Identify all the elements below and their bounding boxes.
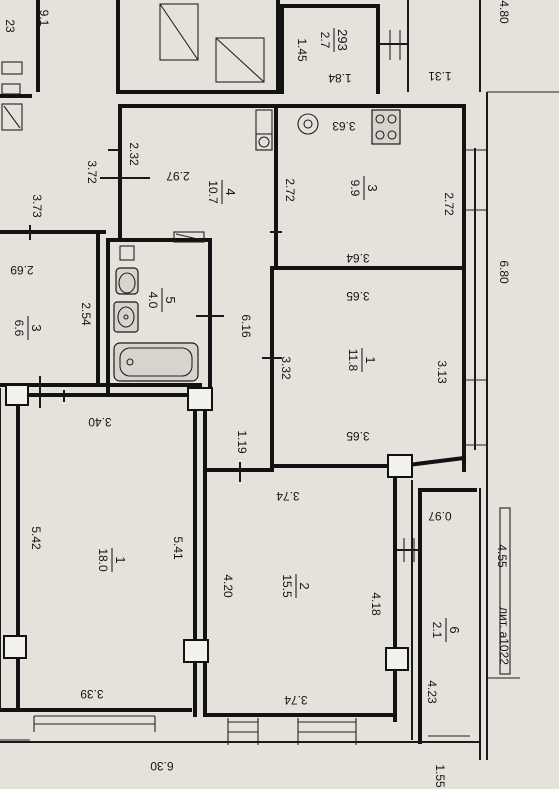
column: [5, 384, 29, 406]
room-number: 1: [363, 356, 378, 363]
room-number: 3: [29, 324, 44, 331]
column: [187, 387, 213, 411]
room-label: 293 2.7: [318, 28, 350, 52]
room-area: 2.1: [430, 622, 444, 639]
dimension-label: 1.55: [433, 764, 447, 788]
dimension-label: 1.31: [428, 69, 452, 83]
fixtures: [1, 83, 401, 382]
windows: [0, 507, 511, 745]
room-label: 1 11.8: [346, 348, 378, 372]
stove-icon: [371, 109, 401, 145]
room-label: 2 15.5: [280, 574, 312, 598]
dimension-label: 3.39: [80, 687, 104, 701]
room-label: 3 9.9: [348, 176, 380, 200]
upper-section: [0, 0, 481, 131]
dimension-label: 4.20: [221, 574, 235, 598]
room-number: 3: [365, 184, 380, 191]
dimension-label: 0.97: [428, 509, 452, 523]
room-number: 5: [163, 296, 178, 303]
room-number: 2: [297, 582, 312, 589]
room-area: 6.6: [12, 320, 26, 337]
column: [183, 639, 209, 663]
dimension-label: 2.54: [79, 302, 93, 326]
dimension-label: 3.63: [332, 119, 356, 133]
room-area: 2.7: [318, 32, 332, 49]
bathtub-icon: [113, 342, 199, 382]
dimension-label: 1.84: [328, 71, 352, 85]
room-area: 11.8: [346, 349, 360, 372]
dimension-label: 3.65: [346, 289, 370, 303]
dimension-label: 23: [3, 19, 17, 33]
room-area: 9.9: [348, 180, 362, 197]
dimension-label: 4.18: [369, 592, 383, 616]
room-label: 3 6.6: [12, 316, 44, 340]
room-number: 293: [335, 29, 350, 51]
dimension-label: 2.97: [166, 169, 190, 183]
room-label: 6 2.1: [430, 618, 462, 642]
dimension-label: 6.30: [150, 759, 174, 773]
dimension-label: 3.65: [346, 429, 370, 443]
column: [3, 635, 27, 659]
columns: [3, 384, 413, 671]
dimension-label: 4.23: [425, 680, 439, 704]
dimension-label: 9.1: [37, 10, 51, 27]
washer-icon: [297, 113, 319, 135]
dimension-label: 3.13: [435, 360, 449, 384]
room-area: 18.0: [96, 548, 110, 572]
dimension-label: 1.19: [235, 430, 249, 454]
dimension-label: 5.41: [171, 536, 185, 560]
room-label: 4 10.7: [206, 180, 238, 204]
dimension-label: 2.69: [10, 263, 34, 277]
plan-note: лит. a1022: [497, 607, 511, 665]
dimension-label: 2.32: [127, 142, 141, 166]
dimension-label: 3.74: [276, 489, 300, 503]
dimension-label: 1.45: [295, 38, 309, 62]
dimension-label: 2.72: [442, 192, 456, 216]
dimension-label: 6.80: [497, 260, 511, 284]
dimension-label: 4.80: [497, 0, 511, 24]
dimension-labels: 9.1 23 3.72 2.32 3.73 2.69 2.54 2.97 2.7…: [3, 0, 511, 788]
room-area: 10.7: [206, 180, 220, 204]
room-number: 6: [447, 626, 462, 633]
room-number: 4: [223, 188, 238, 195]
column: [385, 647, 409, 671]
room-labels: 1 18.0 2 15.5 1 11.8 3 9.9 4 10.7 5 4.0: [12, 28, 462, 642]
column: [387, 454, 413, 478]
dimension-label: 3.73: [30, 194, 44, 218]
dimension-label: 4.55: [495, 544, 509, 568]
exterior-walls: [462, 91, 559, 760]
room-area: 15.5: [280, 574, 294, 598]
room-area: 4.0: [146, 292, 160, 309]
dimension-label: 6.16: [239, 314, 253, 338]
toilet-icon: [115, 267, 139, 295]
dimension-label: 3.74: [284, 693, 308, 707]
dimension-label: 3.64: [346, 251, 370, 265]
dimension-label: 3.32: [279, 356, 293, 380]
dimension-label: 3.72: [85, 160, 99, 184]
room-label: 1 18.0: [96, 548, 128, 572]
dimension-label: 5.42: [29, 526, 43, 550]
room-label: 5 4.0: [146, 288, 178, 312]
dimension-label: 3.40: [88, 415, 112, 429]
room-number: 1: [113, 556, 128, 563]
dimension-ticks: [29, 177, 282, 482]
dimension-label: 2.72: [283, 178, 297, 202]
